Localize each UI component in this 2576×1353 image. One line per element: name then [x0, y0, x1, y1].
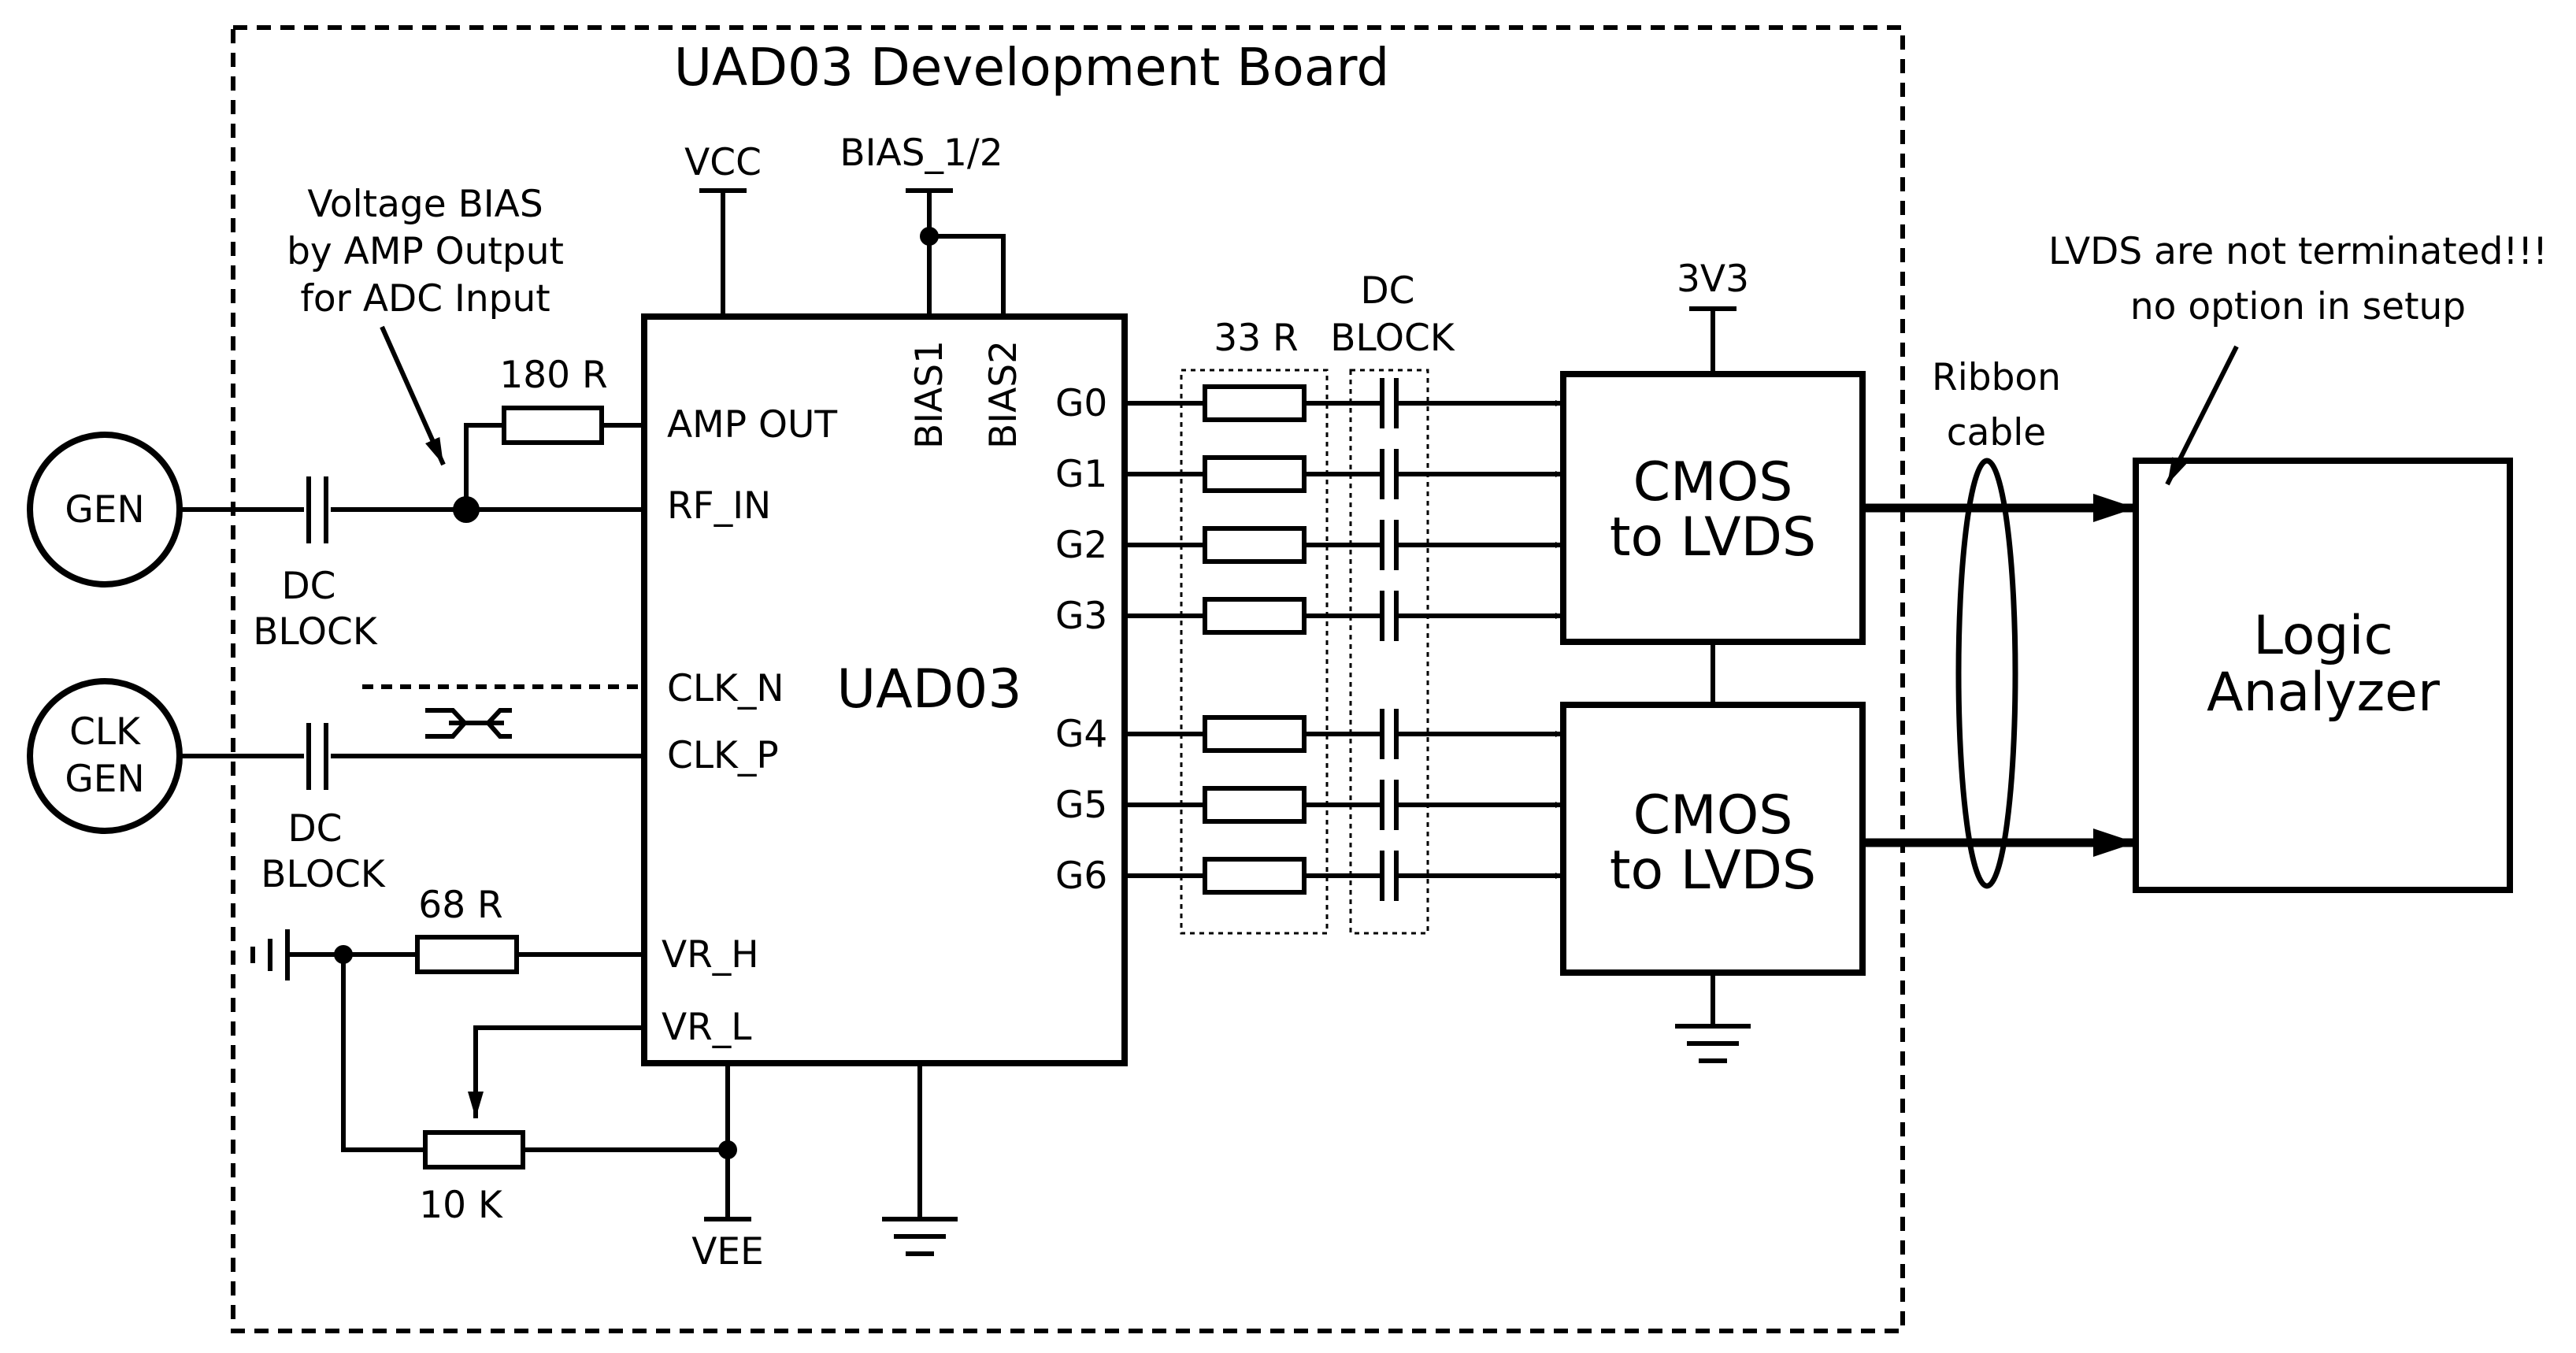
output-g2: G2	[1055, 524, 1107, 567]
series-resistor-group	[1180, 369, 1329, 935]
series-resistor-label: 33 R	[1214, 317, 1298, 360]
ribbon-cable-icon	[1955, 458, 2018, 889]
dc-block-clk-2: BLOCK	[261, 853, 386, 896]
ribbon-label-1: Ribbon	[1932, 356, 2061, 399]
potentiometer-10k	[423, 1130, 525, 1170]
analyzer-line1: Logic	[2253, 605, 2393, 667]
dc-block-group-label-1: DC	[1360, 269, 1414, 313]
converter-bottom-line1: CMOS	[1633, 784, 1793, 847]
output-g0: G0	[1055, 382, 1107, 425]
board-border	[231, 25, 1905, 1333]
chip-uad03	[641, 313, 1128, 1066]
potentiometer-label: 10 K	[419, 1184, 503, 1227]
pin-rf-in: RF_IN	[667, 484, 771, 528]
channel-g0-resistor	[1203, 384, 1307, 422]
clk-gen-label-2: GEN	[65, 758, 144, 801]
resistor-68r	[415, 935, 519, 974]
pin-bias2: BIAS2	[982, 340, 1025, 449]
logic-analyzer	[2133, 458, 2513, 893]
pin-vr-l: VR_L	[662, 1006, 752, 1049]
channel-g4-resistor	[1203, 715, 1307, 753]
channel-g3-resistor	[1203, 597, 1307, 635]
supply-bias: BIAS_1/2	[840, 132, 1003, 175]
channel-g5-resistor	[1203, 786, 1307, 824]
output-g3: G3	[1055, 595, 1107, 638]
pin-amp-out: AMP OUT	[667, 403, 837, 447]
supply-vcc: VCC	[684, 141, 762, 184]
converter-bottom-line2: to LVDS	[1610, 840, 1816, 902]
clk-gen-source	[27, 678, 183, 834]
gen-label: GEN	[65, 488, 144, 532]
channel-g6-resistor	[1203, 857, 1307, 895]
dc-block-rf-1: DC	[281, 565, 335, 608]
resistor-180r-label: 180 R	[499, 354, 607, 397]
dc-block-group	[1349, 369, 1429, 935]
dc-block-clk-1: DC	[287, 807, 342, 851]
resistor-180r	[502, 406, 604, 445]
supply-vee: VEE	[691, 1230, 764, 1273]
chip-name: UAD03	[836, 658, 1021, 721]
converter-bottom	[1560, 702, 1866, 976]
converter-top-line2: to LVDS	[1610, 506, 1816, 569]
pin-bias1: BIAS1	[908, 340, 951, 449]
board-title: UAD03 Development Board	[674, 37, 1390, 98]
clk-gen-label-1: CLK	[69, 710, 141, 754]
clock-eye-icon	[425, 708, 512, 739]
pin-vr-h: VR_H	[662, 933, 759, 977]
pin-clk-p: CLK_P	[667, 734, 779, 777]
converter-top-line1: CMOS	[1633, 451, 1793, 513]
bias-note-1: Voltage BIAS	[307, 183, 543, 226]
analyzer-line2: Analyzer	[2207, 662, 2440, 724]
lvds-note-2: no option in setup	[2130, 285, 2466, 328]
output-g6: G6	[1055, 854, 1107, 898]
output-g5: G5	[1055, 784, 1107, 827]
dc-block-group-label-2: BLOCK	[1330, 317, 1455, 360]
bias-note-3: for ADC Input	[300, 277, 550, 321]
output-g4: G4	[1055, 713, 1107, 756]
ribbon-label-2: cable	[1947, 411, 2046, 454]
output-g1: G1	[1055, 453, 1107, 496]
channel-g2-resistor	[1203, 526, 1307, 564]
channel-g1-resistor	[1203, 455, 1307, 493]
lvds-note-1: LVDS are not terminated!!!	[2048, 230, 2548, 273]
converter-top	[1560, 371, 1866, 645]
supply-3v3: 3V3	[1677, 258, 1749, 301]
resistor-68r-label: 68 R	[418, 884, 502, 927]
dc-block-rf-2: BLOCK	[253, 610, 378, 654]
bias-note-2: by AMP Output	[287, 230, 564, 273]
pin-clk-n: CLK_N	[667, 667, 784, 710]
